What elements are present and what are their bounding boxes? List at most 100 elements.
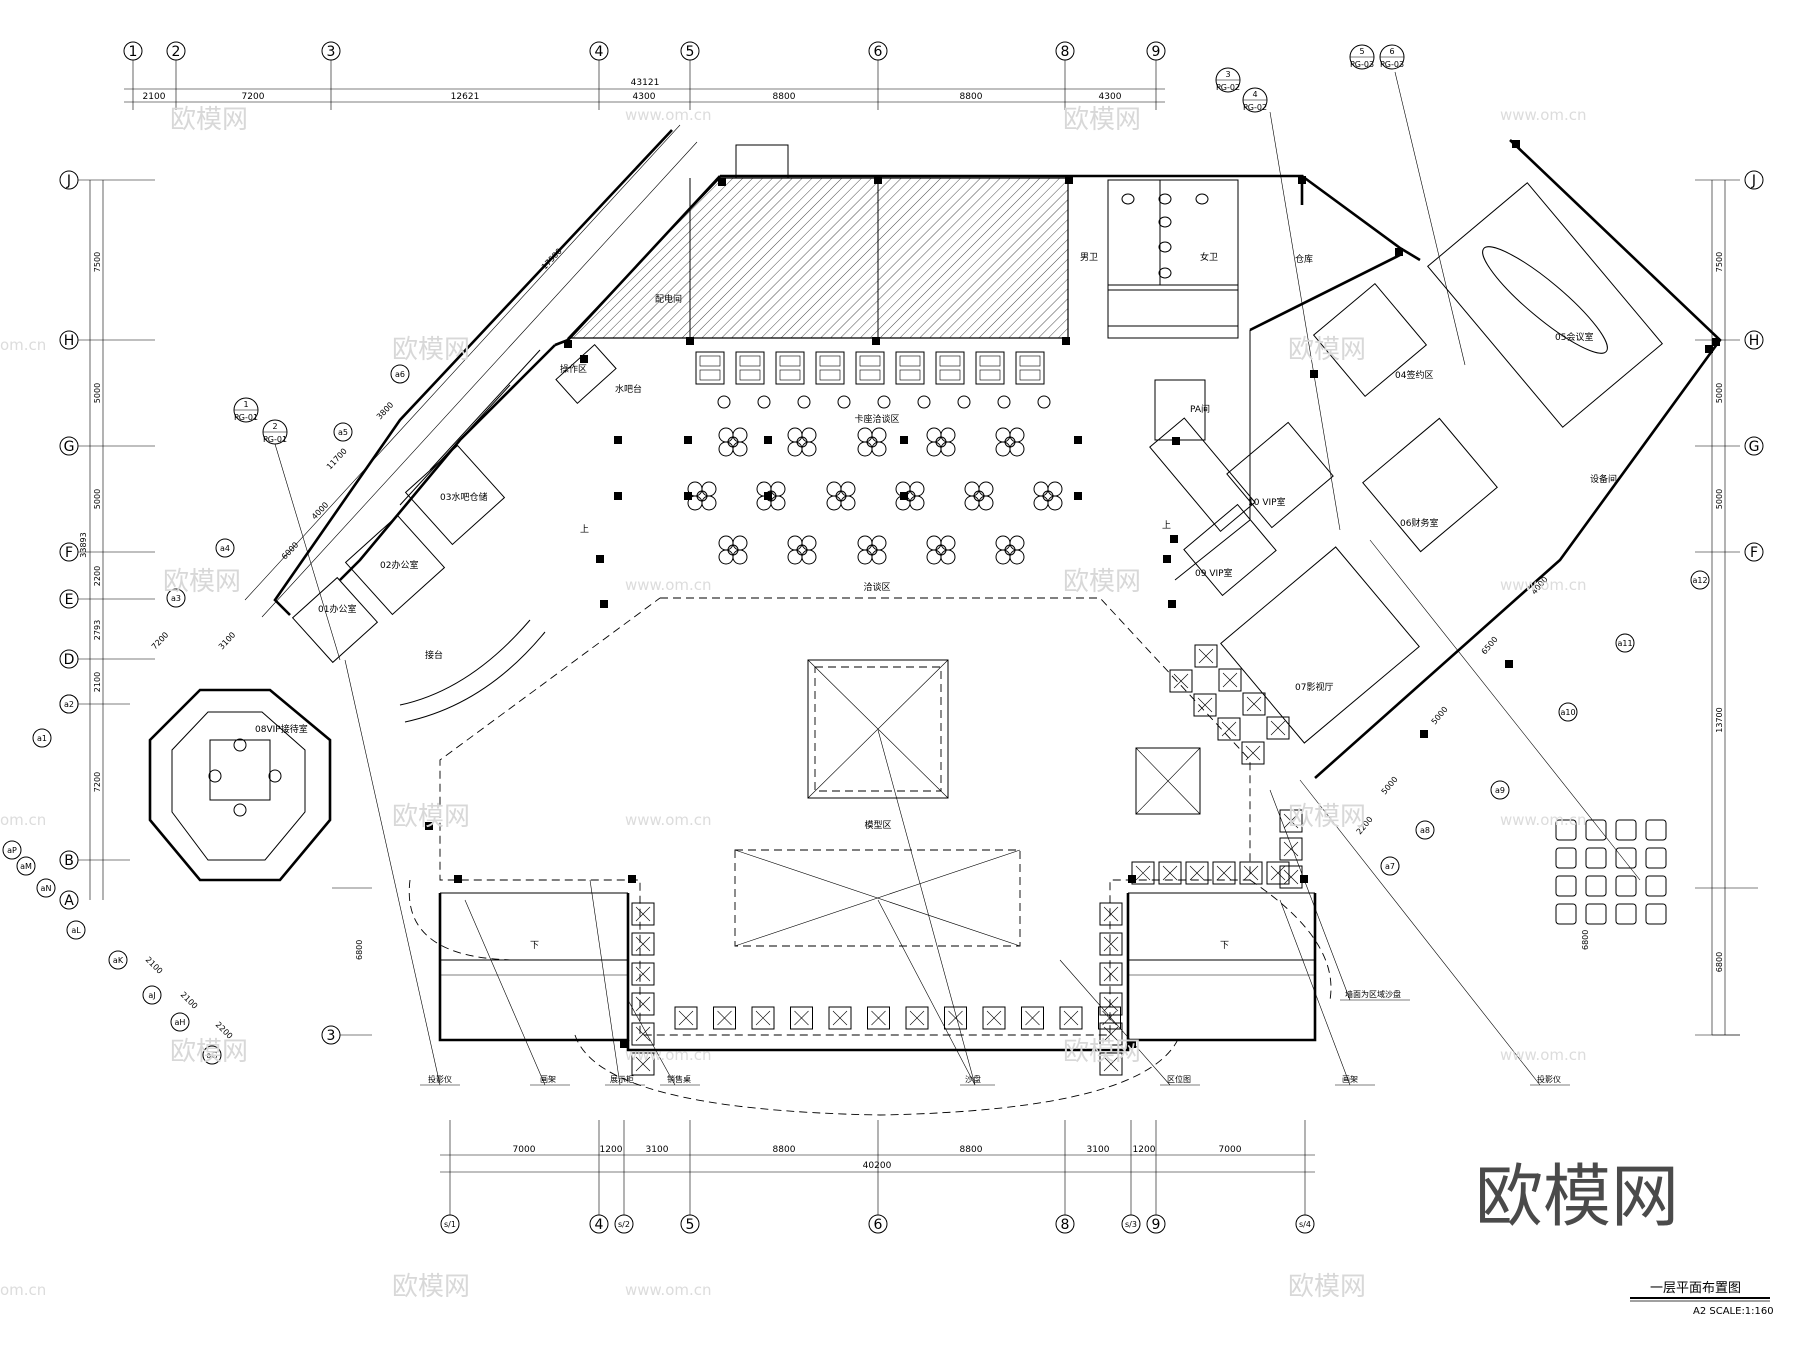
svg-text:J: J (1751, 173, 1756, 189)
svg-text:欧模网: 欧模网 (1063, 105, 1141, 135)
display-tile (867, 1006, 890, 1030)
stair-box (735, 144, 789, 179)
column (900, 492, 908, 500)
negotiation-table (718, 427, 748, 457)
room-label: 10 VIP室 (1248, 496, 1286, 508)
chair (1615, 819, 1637, 841)
room-label: 02办公室 (380, 559, 418, 571)
display-tile (1099, 932, 1123, 956)
grid-bubble: J (1744, 170, 1764, 190)
grid-bubble: aM (16, 856, 36, 876)
room-label: 01办公室 (318, 603, 356, 615)
display-tile (905, 1006, 929, 1030)
display-tile (1099, 992, 1123, 1016)
grid-bubble: 6 (868, 41, 888, 61)
column (1163, 555, 1171, 563)
brand-logo: 欧模网 (1475, 1158, 1679, 1237)
stair-label: 上 (1162, 520, 1171, 531)
svg-text:aN: aN (41, 884, 52, 893)
dim-label: 4300 (633, 92, 656, 102)
svg-text:A: A (64, 893, 74, 909)
stool (797, 395, 811, 409)
grid-bubble: 4 (589, 1214, 609, 1234)
column (1712, 338, 1720, 346)
svg-text:a8: a8 (1420, 826, 1430, 835)
negotiation-table (787, 427, 817, 457)
display-tile (631, 1022, 655, 1046)
card-seat-area (695, 351, 1051, 409)
grid-bubble: H (1744, 330, 1764, 350)
svg-text:a2: a2 (64, 700, 74, 709)
grid-bubble: a1 (32, 728, 52, 748)
svg-text:H: H (64, 333, 75, 349)
svg-text:5: 5 (686, 44, 695, 60)
display-tile (1169, 669, 1193, 693)
svg-text:欧模网: 欧模网 (1063, 1037, 1141, 1067)
svg-text:2: 2 (172, 44, 181, 60)
chair (1585, 875, 1607, 897)
svg-text:PG-01: PG-01 (263, 435, 287, 444)
card-seat (815, 351, 845, 385)
grid-bubble: 1 (123, 41, 143, 61)
grid-bubble: aJ (142, 985, 162, 1005)
svg-text:1: 1 (129, 44, 138, 60)
column (1170, 535, 1178, 543)
diagonal-axis-bubbles: a1 a2 a3 a4 a5 a6 aP aM aN aL aK aJ aH a… (2, 364, 1758, 1065)
svg-text:a9: a9 (1495, 786, 1505, 795)
svg-text:a3: a3 (171, 594, 181, 603)
grid-bubble: 6 (868, 1214, 888, 1234)
room-label: PA间 (1190, 403, 1210, 415)
grid-bubble: a11 (1615, 633, 1635, 653)
svg-text:4: 4 (595, 44, 604, 60)
grid-bubble: F (59, 542, 79, 562)
display-tile (1021, 1006, 1044, 1030)
display-tile (1099, 962, 1123, 986)
svg-text:2100: 2100 (144, 955, 165, 976)
svg-text:11700: 11700 (325, 447, 349, 472)
dim-label: 2100 (93, 672, 102, 692)
room-label: 08VIP接待室 (255, 723, 308, 735)
svg-text:s/4: s/4 (1299, 1220, 1311, 1229)
column (1062, 337, 1070, 345)
column (1168, 600, 1176, 608)
display-tile (944, 1006, 967, 1030)
svg-text:8: 8 (1061, 1217, 1070, 1233)
grid-bubble: aH (170, 1012, 190, 1032)
dim-label: 2793 (93, 620, 102, 640)
svg-text:6: 6 (874, 1217, 883, 1233)
callout-label: 展示柜 (610, 1074, 634, 1084)
chair (1555, 847, 1577, 869)
svg-text:aK: aK (113, 956, 124, 965)
svg-text:5000: 5000 (1430, 705, 1450, 726)
svg-text:www.om.cn: www.om.cn (625, 1046, 712, 1064)
column (1065, 176, 1073, 184)
top-dimensions: 43121 2100 7200 12621 4300 8800 8800 430… (124, 60, 1165, 110)
svg-text:aJ: aJ (148, 991, 155, 1000)
grid-bubble: 9 (1146, 1214, 1166, 1234)
bottom-grid-axes: 40200 7000 1200 3100 8800 8800 3100 1200… (440, 1120, 1315, 1234)
display-tile (1217, 717, 1241, 741)
column (686, 337, 694, 345)
grid-bubble: 8 (1055, 1214, 1075, 1234)
display-tile (1218, 668, 1242, 692)
dim-label: 4300 (1099, 92, 1122, 102)
dim-label: 1200 (600, 1145, 623, 1155)
svg-text:aM: aM (20, 862, 32, 871)
room-label: 卡座洽谈区 (854, 413, 899, 425)
svg-text:www.om.cn: www.om.cn (625, 811, 712, 829)
negotiation-table (995, 427, 1025, 457)
stool (917, 395, 931, 409)
dim-label: 3100 (646, 1145, 669, 1155)
building-walls: 配电间 (273, 129, 1722, 1116)
dim-label: 7200 (242, 92, 265, 102)
chair (1555, 819, 1577, 841)
room-label: 05会议室 (1555, 331, 1593, 343)
watermarks: 欧模网 欧模网 欧模网 欧模网 欧模网 欧模网 欧模网 欧模网 欧模网 欧模网 … (0, 105, 1587, 1302)
chair (1615, 903, 1637, 925)
card-seat (735, 351, 765, 385)
dim-label: 8800 (773, 1145, 796, 1155)
display-tile (1099, 902, 1123, 926)
svg-text:6000: 6000 (280, 540, 300, 561)
room-label: 洽谈区 (863, 581, 890, 593)
